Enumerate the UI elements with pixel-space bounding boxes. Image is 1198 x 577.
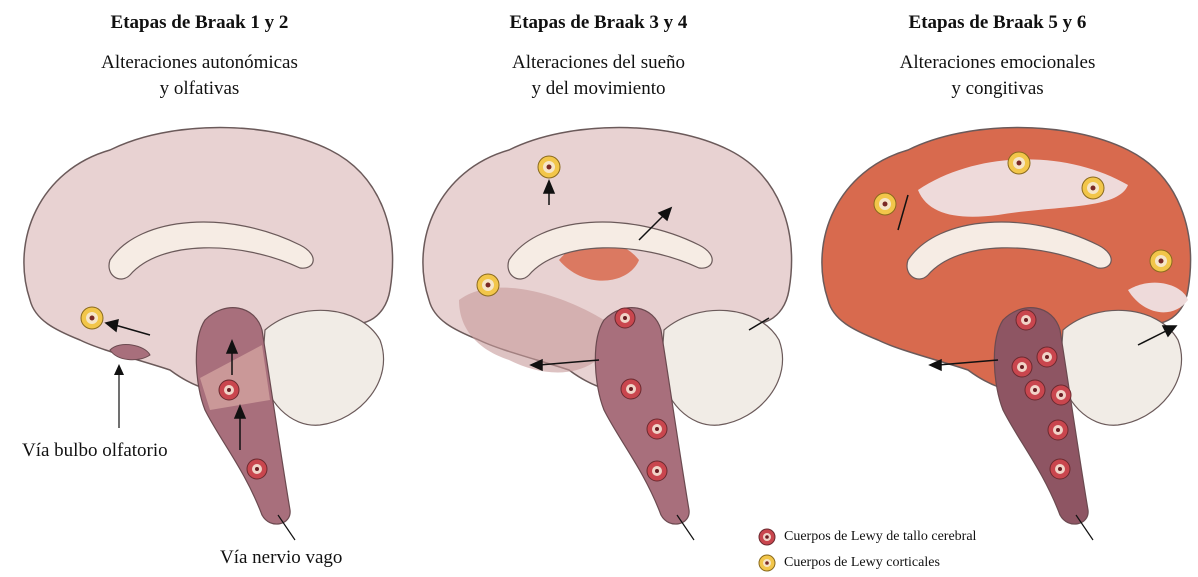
lewy-body-cortical-icon [1082, 177, 1104, 199]
legend-label: Cuerpos de Lewy corticales [784, 555, 940, 571]
lewy-body-cortical-icon [477, 274, 499, 296]
lewy-body-brainstem-icon [1050, 459, 1070, 479]
panel-stage-1-2: Etapas de Braak 1 y 2 Alteraciones auton… [0, 0, 399, 577]
panel-stage-3-4: Etapas de Braak 3 y 4 Alteraciones del s… [399, 0, 798, 577]
lewy-body-cortical-icon [81, 307, 103, 329]
lewy-body-brainstem-icon [1016, 310, 1036, 330]
vagus-path-label: Vía nervio vago [220, 547, 342, 569]
cerebellum [262, 310, 384, 425]
lewy-body-brainstem-icon [647, 461, 667, 481]
brain-illustration-stage-1-2 [0, 0, 399, 577]
legend: Cuerpos de Lewy de tallo cerebral Cuerpo… [756, 524, 976, 576]
lewy-body-brainstem-icon [1012, 357, 1032, 377]
lewy-body-brainstem-icon [621, 379, 641, 399]
lewy-body-brainstem-icon [1051, 385, 1071, 405]
lewy-body-cortical-icon [538, 156, 560, 178]
lewy-body-brainstem-icon [219, 380, 239, 400]
lewy-body-cortical-icon [874, 193, 896, 215]
lewy-body-brainstem-icon [247, 459, 267, 479]
olfactory-path-label: Vía bulbo olfatorio [22, 440, 168, 462]
brain-illustration-stage-3-4 [399, 0, 798, 577]
lewy-body-cortical-icon [756, 554, 778, 572]
lewy-body-brainstem-icon [1048, 420, 1068, 440]
brain-illustration-stage-5-6 [798, 0, 1197, 577]
lewy-body-cortical-icon [1150, 250, 1172, 272]
legend-label: Cuerpos de Lewy de tallo cerebral [784, 529, 976, 545]
lewy-body-brainstem-icon [756, 528, 778, 546]
lewy-body-brainstem-icon [1025, 380, 1045, 400]
lewy-body-cortical-icon [1008, 152, 1030, 174]
legend-item-brainstem: Cuerpos de Lewy de tallo cerebral [756, 524, 976, 550]
lewy-body-brainstem-icon [647, 419, 667, 439]
panel-stage-5-6: Etapas de Braak 5 y 6 Alteraciones emoci… [798, 0, 1197, 577]
lewy-body-brainstem-icon [615, 308, 635, 328]
cerebellum [661, 310, 783, 425]
lewy-body-brainstem-icon [1037, 347, 1057, 367]
legend-item-cortical: Cuerpos de Lewy corticales [756, 550, 976, 576]
